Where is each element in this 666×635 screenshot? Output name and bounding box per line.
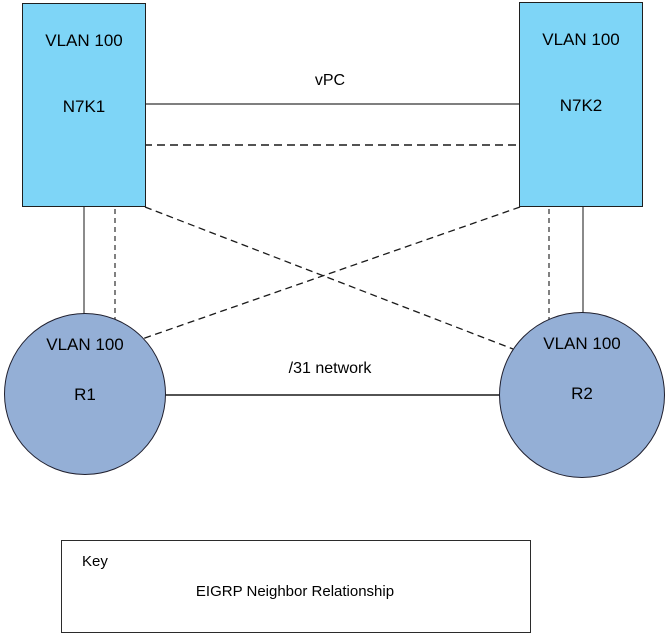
n7k1-name-label: N7K1	[62, 97, 106, 116]
vpc-link-label: vPC	[314, 72, 346, 89]
r2-vlan-label: VLAN 100	[543, 334, 621, 353]
key-eigrp-label: EIGRP Neighbor Relationship	[195, 583, 395, 600]
node-n7k2: VLAN 100 N7K2	[519, 2, 643, 207]
r1-vlan-label: VLAN 100	[46, 335, 124, 354]
r2-name-label: R2	[571, 384, 593, 403]
n7k1-r2-eigrp-dashed-line	[144, 206, 514, 350]
node-n7k1: VLAN 100 N7K1	[22, 3, 146, 207]
key-box	[61, 540, 531, 633]
node-r1: VLAN 100 R1	[4, 313, 166, 475]
node-r2: VLAN 100 R2	[499, 312, 665, 478]
n7k2-name-label: N7K2	[559, 96, 603, 115]
n7k2-vlan-label: VLAN 100	[542, 30, 620, 49]
n7k1-vlan-label: VLAN 100	[45, 31, 123, 50]
r1-name-label: R1	[74, 385, 96, 404]
n7k2-r1-eigrp-dashed-line	[141, 206, 521, 340]
key-title: Key	[82, 553, 108, 570]
network-link-label: /31 network	[288, 360, 372, 377]
